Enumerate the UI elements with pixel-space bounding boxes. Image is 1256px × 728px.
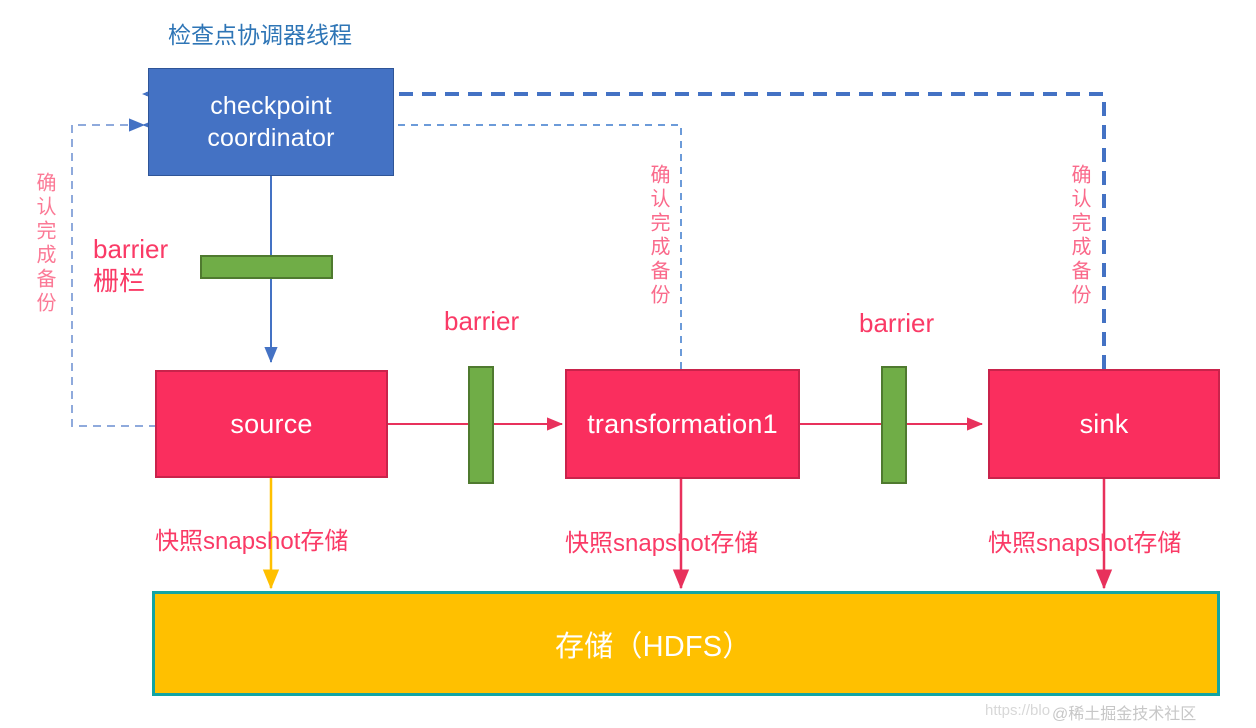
label-ack-transformation: 确认完成备份 bbox=[647, 164, 669, 308]
label-barrier-middle: barrier bbox=[444, 306, 520, 336]
storage-label: 存储（HDFS） bbox=[555, 630, 752, 663]
coordinator-label-line2: coordinator bbox=[207, 124, 335, 152]
coordinator-label: checkpoint coordinator bbox=[207, 90, 334, 154]
node-source[interactable]: source bbox=[155, 370, 388, 478]
label-snapshot-transformation: 快照snapshot存储 bbox=[565, 530, 759, 557]
source-label: source bbox=[230, 408, 313, 439]
diagram-title: 检查点协调器线程 bbox=[168, 22, 352, 48]
watermark-handle: @稀土掘金技术社区 bbox=[1052, 706, 1197, 723]
label-barrier-right: barrier bbox=[859, 308, 935, 338]
barrier-bar-middle bbox=[468, 366, 494, 484]
node-storage-hdfs[interactable]: 存储（HDFS） bbox=[152, 591, 1220, 696]
label-snapshot-sink: 快照snapshot存储 bbox=[988, 530, 1182, 557]
watermark-url: https://blo bbox=[985, 702, 1051, 719]
label-barrier-left: barrier 栅栏 bbox=[93, 234, 169, 296]
sink-label: sink bbox=[1079, 408, 1129, 439]
transformation-label: transformation1 bbox=[587, 408, 778, 439]
barrier-bar-coordinator bbox=[200, 255, 333, 279]
ack-path-source bbox=[71, 118, 157, 427]
label-snapshot-source: 快照snapshot存储 bbox=[155, 528, 349, 555]
barrier-bar-right bbox=[881, 366, 907, 484]
label-ack-source: 确认完成备份 bbox=[33, 172, 55, 316]
node-checkpoint-coordinator[interactable]: checkpoint coordinator bbox=[148, 68, 394, 176]
coordinator-label-line1: checkpoint bbox=[210, 92, 332, 120]
node-sink[interactable]: sink bbox=[988, 369, 1220, 479]
label-ack-sink: 确认完成备份 bbox=[1068, 164, 1090, 308]
node-transformation1[interactable]: transformation1 bbox=[565, 369, 800, 479]
